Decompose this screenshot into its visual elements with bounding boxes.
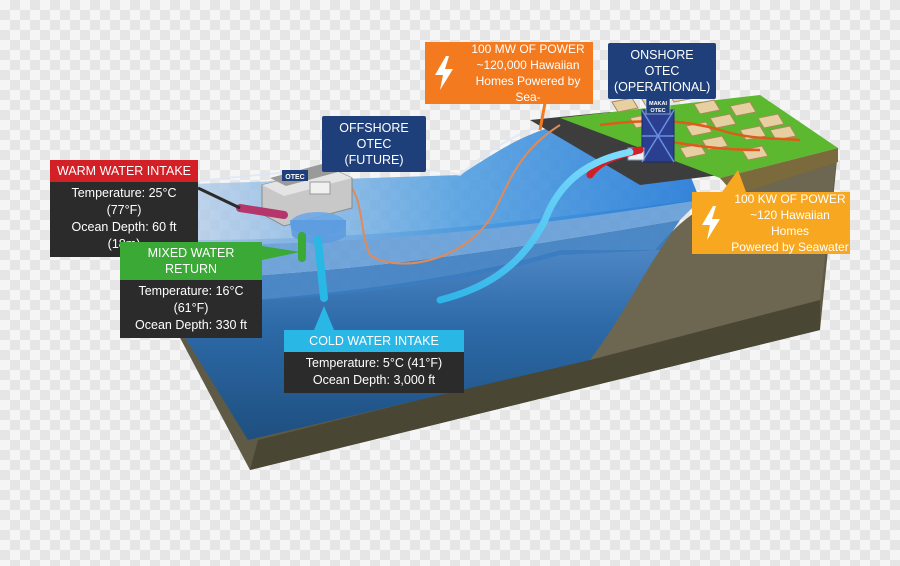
cold-intake-details: Temperature: 5°C (41°F) Ocean Depth: 3,0… bbox=[284, 352, 464, 393]
cold-intake-depth: Ocean Depth: 3,000 ft bbox=[312, 373, 436, 387]
water-layer-top bbox=[180, 200, 700, 280]
mixed-return-title: MIXED WATER RETURN bbox=[120, 242, 262, 280]
cold-intake-title: COLD WATER INTAKE bbox=[284, 330, 464, 352]
power-large-homes: ~120,000 Hawaiian bbox=[476, 58, 580, 72]
offshore-otec-label: OFFSHORE OTEC (FUTURE) bbox=[322, 116, 426, 172]
tower-label-top: MAKAI bbox=[649, 101, 667, 107]
cold-intake-pipe bbox=[314, 236, 328, 302]
power-large-source: Homes Powered by Sea- bbox=[475, 74, 581, 104]
land-dirt bbox=[720, 148, 838, 195]
mixed-return-callout: MIXED WATER RETURN Temperature: 16°C (61… bbox=[120, 242, 262, 338]
onshore-otec-status: (OPERATIONAL) bbox=[614, 80, 711, 94]
warm-intake-title: WARM WATER INTAKE bbox=[50, 160, 198, 182]
power-large-text: 100 MW OF POWER ~120,000 Hawaiian Homes … bbox=[463, 41, 593, 105]
power-large-amount: 100 MW OF POWER bbox=[471, 42, 585, 56]
power-small-homes: ~120 Hawaiian Homes bbox=[750, 208, 830, 238]
land-road bbox=[530, 112, 720, 185]
power-small-amount: 100 KW OF POWER bbox=[734, 192, 846, 206]
power-small-text: 100 KW OF POWER ~120 Hawaiian Homes Powe… bbox=[730, 191, 850, 255]
mixed-return-details: Temperature: 16°C (61°F) Ocean Depth: 33… bbox=[120, 280, 262, 338]
warm-intake-temperature: Temperature: 25°C (77°F) bbox=[71, 186, 177, 217]
mixed-return-temperature: Temperature: 16°C (61°F) bbox=[138, 284, 244, 315]
mixed-callout-pointer bbox=[262, 246, 300, 260]
tower-label-bottom: OTEC bbox=[650, 108, 665, 114]
cold-intake-temperature: Temperature: 5°C (41°F) bbox=[305, 356, 443, 370]
offshore-otec-title: OFFSHORE OTEC bbox=[339, 121, 409, 151]
power-small-pointer bbox=[722, 170, 746, 192]
offshore-power-cable bbox=[341, 124, 561, 265]
power-small-callout: 100 KW OF POWER ~120 Hawaiian Homes Powe… bbox=[692, 192, 850, 254]
power-small-source: Powered by Seawater bbox=[731, 240, 849, 254]
mixed-return-depth: Ocean Depth: 330 ft bbox=[135, 318, 247, 332]
onshore-cold-pipe bbox=[436, 148, 634, 304]
seabed-side bbox=[250, 300, 820, 470]
warm-callout-stem bbox=[197, 186, 241, 210]
lightning-bolt-icon bbox=[425, 56, 463, 90]
cold-callout-pointer bbox=[314, 306, 334, 330]
ocean-surface bbox=[160, 120, 700, 300]
onshore-otec-title: ONSHORE OTEC bbox=[630, 48, 694, 78]
onshore-otec-label: ONSHORE OTEC (OPERATIONAL) bbox=[608, 43, 716, 99]
cold-intake-callout: COLD WATER INTAKE Temperature: 5°C (41°F… bbox=[284, 330, 464, 393]
power-large-stem bbox=[538, 102, 547, 131]
lightning-bolt-icon bbox=[692, 206, 730, 240]
power-large-callout: 100 MW OF POWER ~120,000 Hawaiian Homes … bbox=[425, 42, 593, 104]
platform-label: OTEC bbox=[285, 174, 304, 181]
offshore-otec-status: (FUTURE) bbox=[344, 153, 404, 167]
warm-intake-pipe bbox=[236, 204, 288, 219]
